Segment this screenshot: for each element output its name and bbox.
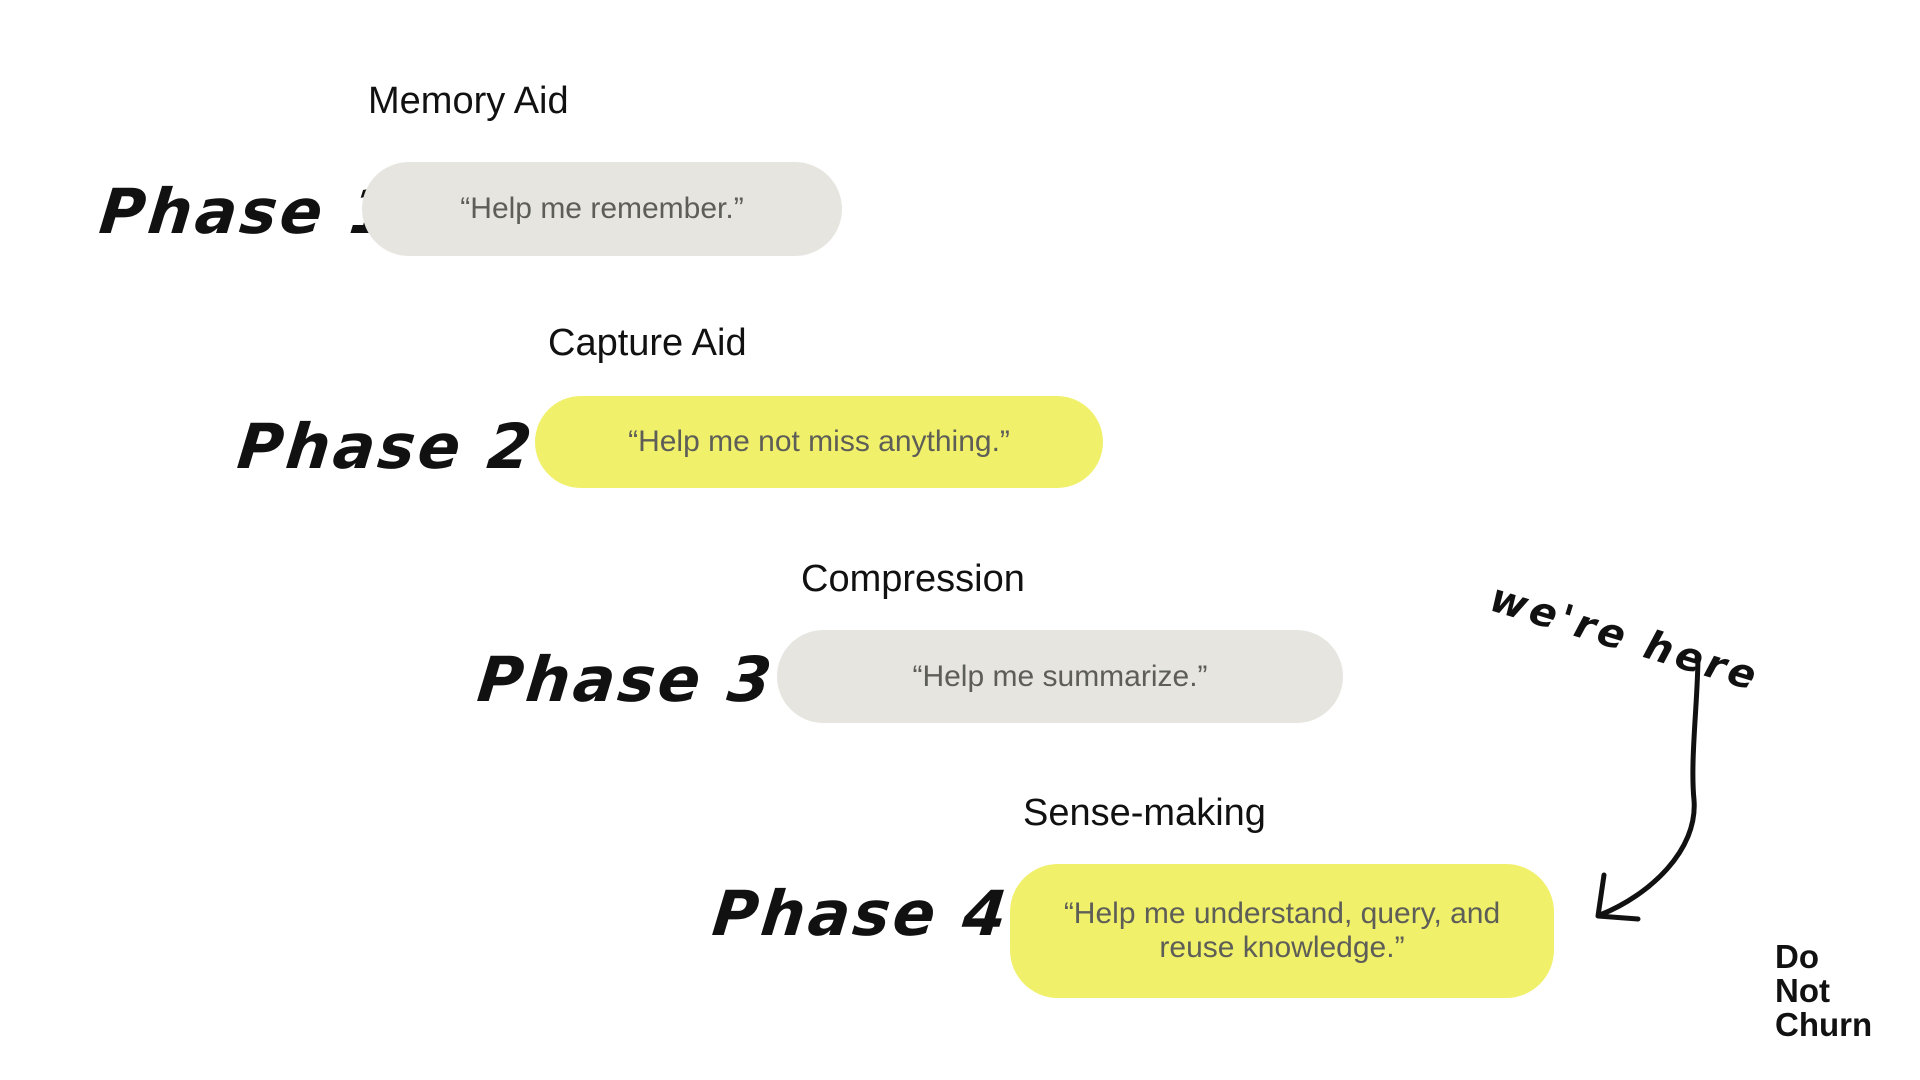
- phase-1-title: Memory Aid: [368, 80, 569, 122]
- phase-1-label: Phase 1: [96, 175, 400, 248]
- phase-4-label: Phase 4: [709, 877, 1013, 950]
- phase-4-title: Sense-making: [1023, 792, 1266, 834]
- curved-arrow-icon: [1595, 652, 1701, 922]
- phase-3-label: Phase 3: [474, 643, 778, 716]
- phase-2-title: Capture Aid: [548, 322, 747, 364]
- phase-2-label: Phase 2: [234, 410, 538, 483]
- phase-3-quote-pill: “Help me summarize.”: [777, 630, 1343, 723]
- logo-line-1: Do: [1775, 938, 1819, 975]
- logo-line-3: Churn: [1775, 1006, 1873, 1043]
- phase-2-quote-pill: “Help me not miss anything.”: [535, 396, 1103, 488]
- logo-line-2: Not: [1775, 972, 1830, 1009]
- phase-3-title: Compression: [801, 558, 1025, 600]
- phase-4-quote-pill: “Help me understand, query, and reuse kn…: [1010, 864, 1554, 998]
- do-not-churn-logo: Do Not Churn: [1775, 940, 1872, 1042]
- phase-1-quote-pill: “Help me remember.”: [362, 162, 842, 256]
